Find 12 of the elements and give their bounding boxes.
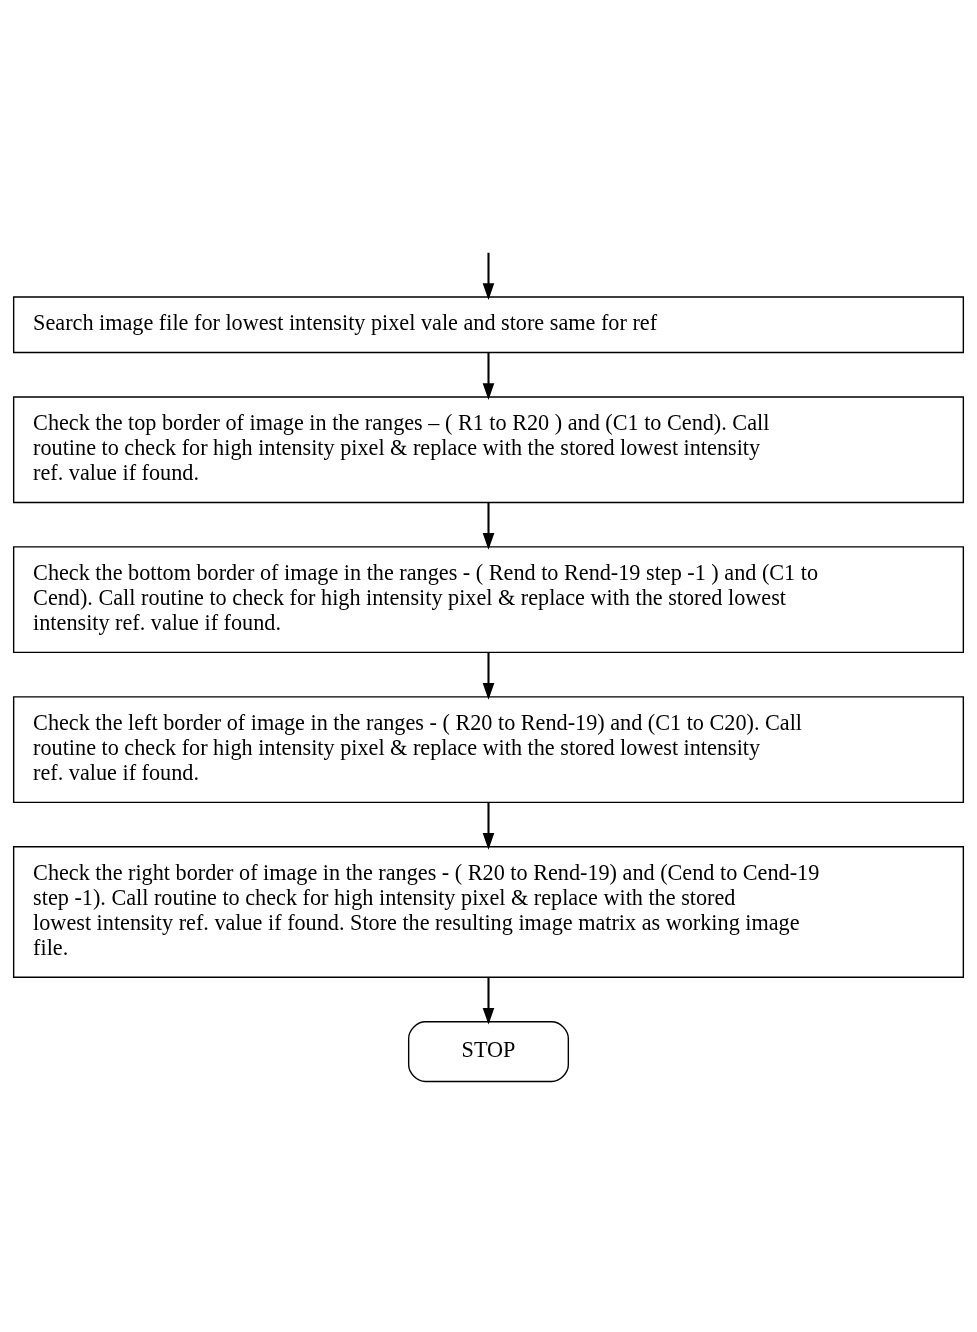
node-box: Check the right border of image in the ranges - ( R20 to Rend-19) and (Cend to Cend-19 step -1). Call routine to check for high intensity pixel & replace with the stored lowest intensity ref. value if found. Store the resulting image matrix as working image file. xyxy=(12,845,965,978)
arrow xyxy=(482,801,495,850)
node-box: STOP xyxy=(407,1020,570,1082)
arrow xyxy=(482,252,495,300)
node-box: Search image file for lowest intensity pixel vale and store same for ref xyxy=(12,295,965,353)
node-box: Check the left border of image in the ranges - ( R20 to Rend-19) and (C1 to C20). Call routine to check for high intensity pixel & replace with the stored lowest intensity ref. value if found. xyxy=(12,695,965,803)
arrow xyxy=(482,652,495,700)
arrow xyxy=(482,352,495,400)
node-box: Check the top border of image in the ranges – ( R1 to R20 ) and (C1 to Cend). Call routine to check for high intensity pixel & replace with the stored lowest intensity ref. value if found. xyxy=(12,395,965,503)
node-box: Check the bottom border of image in the ranges - ( Rend to Rend-19 step -1 ) and (C1 to Cend). Call routine to check for high intensity pixel & replace with the stored lowest intensity ref. value if found. xyxy=(12,545,965,653)
arrow xyxy=(482,502,495,550)
arrow xyxy=(482,976,495,1025)
